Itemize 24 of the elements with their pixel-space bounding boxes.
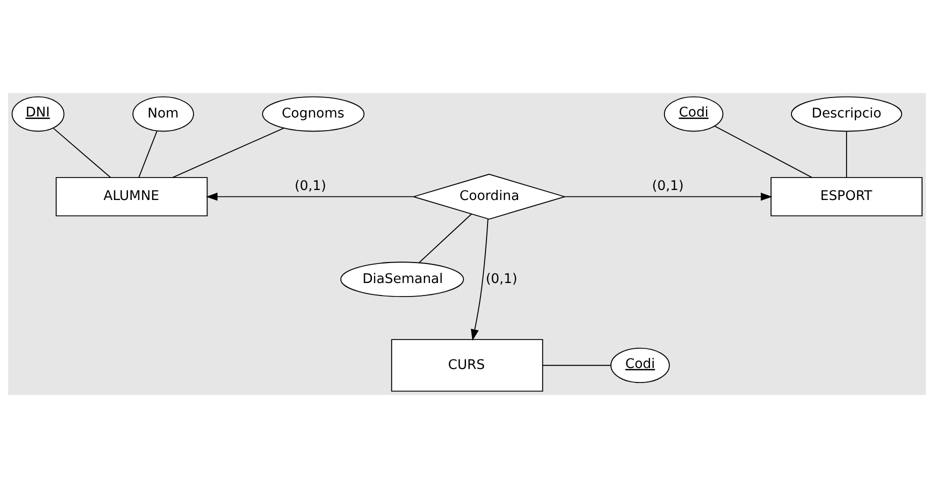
arrow [206,192,414,201]
node-ellipse: Nom [132,96,194,132]
node-ellipse: DiaSemanal [340,262,464,298]
node-box: ESPORT [770,177,923,216]
node-ellipse: Descripcio [790,96,902,132]
node-ellipse: Codi [664,96,724,132]
node-box: CURS [391,339,544,392]
connector [542,364,612,366]
connector [138,130,158,178]
arrow [564,192,772,201]
connector [714,126,813,178]
node-ellipse: DNI [12,96,64,132]
node-diamond: Coordina [412,174,566,220]
node-box: ALUMNE [56,177,208,216]
connector [846,130,848,178]
edge-label: (0,1) [294,179,326,194]
connector [418,214,472,264]
node-ellipse: Codi [610,348,670,384]
arrow [470,218,488,341]
connector [172,128,284,178]
edge-label: (0,1) [486,272,518,287]
connector [53,128,112,178]
node-ellipse: Cognoms [262,96,364,132]
edge-label: (0,1) [652,179,684,194]
